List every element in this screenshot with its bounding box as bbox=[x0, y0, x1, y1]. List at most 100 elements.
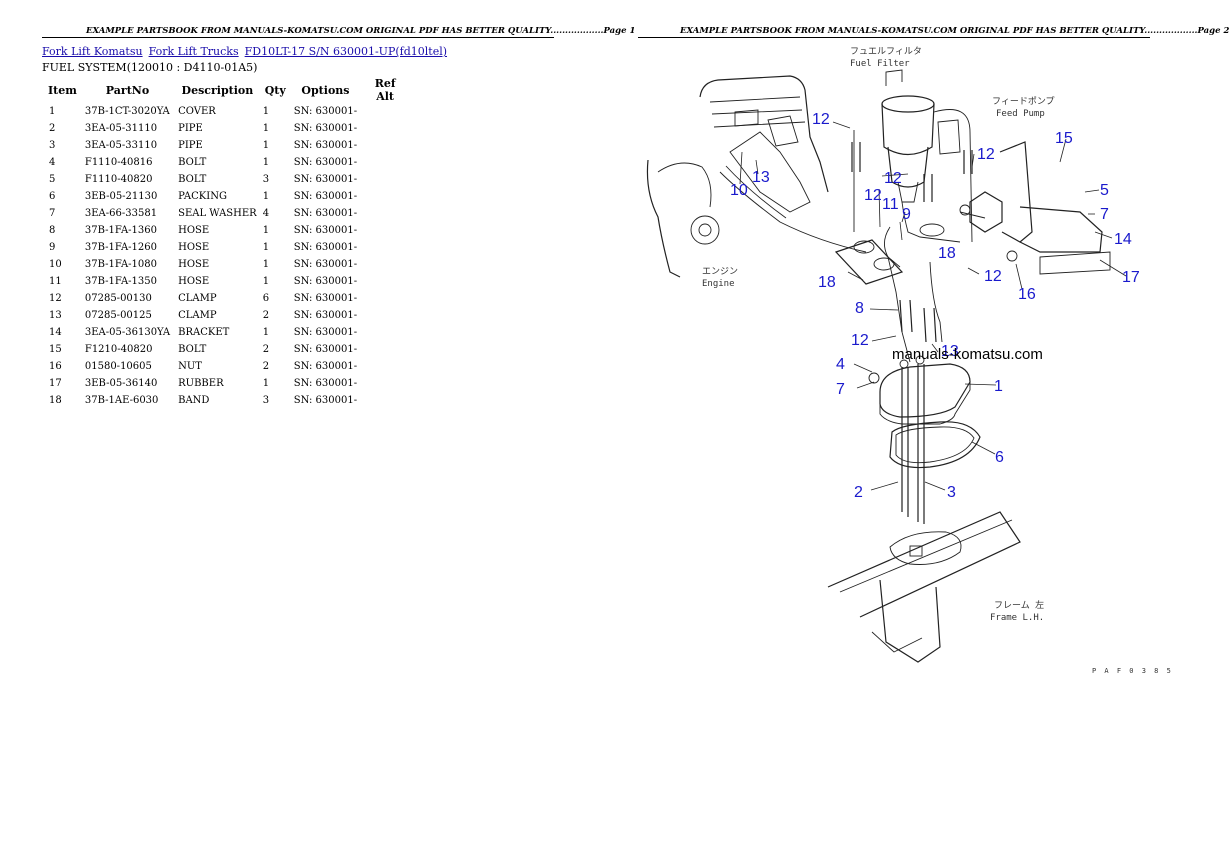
cell-qty: 3 bbox=[262, 395, 270, 406]
cell-options: SN: 630001- bbox=[293, 208, 358, 219]
callout-3: 3 bbox=[947, 484, 956, 501]
cell-item: 7 bbox=[49, 208, 56, 219]
label-frame-jp: フレーム 左 bbox=[994, 599, 1044, 611]
cell-qty: 2 bbox=[262, 310, 270, 321]
cell-qty: 1 bbox=[262, 157, 270, 168]
cell-options: SN: 630001- bbox=[293, 140, 358, 151]
label-feed-pump-en: Feed Pump bbox=[996, 109, 1045, 119]
callout-11: 11 bbox=[882, 196, 899, 213]
cell-description: RUBBER bbox=[178, 378, 224, 389]
cell-qty: 1 bbox=[262, 378, 270, 389]
cell-description: BOLT bbox=[178, 157, 207, 168]
cell-ref-alt bbox=[361, 120, 409, 137]
cell-qty: 4 bbox=[262, 208, 270, 219]
callout-10: 10 bbox=[730, 182, 748, 199]
callout-12: 12 bbox=[884, 170, 902, 187]
cell-item: 2 bbox=[49, 123, 56, 134]
cell-partno: 3EA-05-33110 bbox=[84, 140, 158, 151]
cell-item: 4 bbox=[49, 157, 56, 168]
cell-qty: 1 bbox=[262, 140, 270, 151]
cell-partno: 3EA-05-31110 bbox=[84, 123, 158, 134]
cell-description: BOLT bbox=[178, 174, 207, 185]
label-frame-en: Frame L.H. bbox=[990, 613, 1044, 623]
callout-5: 5 bbox=[1100, 182, 1109, 199]
callout-18: 18 bbox=[818, 274, 836, 291]
cell-item: 1 bbox=[49, 106, 56, 117]
header-rule-left bbox=[42, 37, 554, 38]
callout-8: 8 bbox=[855, 300, 864, 317]
cell-description: HOSE bbox=[178, 259, 210, 270]
cell-partno: 07285-00130 bbox=[84, 293, 152, 304]
header-rule-right bbox=[638, 37, 1150, 38]
cell-options: SN: 630001- bbox=[293, 106, 358, 117]
cell-qty: 1 bbox=[262, 225, 270, 236]
cell-partno: 37B-1FA-1350 bbox=[84, 276, 157, 287]
cell-qty: 1 bbox=[262, 259, 270, 270]
table-row: 17 3EB-05-36140 RUBBER 1 SN: 630001- bbox=[44, 375, 409, 392]
callout-12: 12 bbox=[984, 268, 1002, 285]
cell-item: 18 bbox=[49, 395, 62, 406]
callout-13: 13 bbox=[752, 169, 770, 186]
label-feed-pump-jp: フィードポンプ bbox=[992, 96, 1055, 107]
callout-12: 12 bbox=[977, 146, 995, 163]
cell-options: SN: 630001- bbox=[293, 242, 358, 253]
cell-item: 8 bbox=[49, 225, 56, 236]
cell-options: SN: 630001- bbox=[293, 378, 358, 389]
callout-2: 2 bbox=[854, 484, 863, 501]
section-title: FUEL SYSTEM(120010 : D4110-01A5) bbox=[42, 61, 258, 74]
cell-partno: 3EB-05-36140 bbox=[84, 378, 158, 389]
column-header-item: Item bbox=[48, 83, 77, 97]
cell-description: HOSE bbox=[178, 242, 210, 253]
cell-description: CLAMP bbox=[178, 293, 217, 304]
cell-description: HOSE bbox=[178, 276, 210, 287]
parts-diagram: 12 13 10 12 11 9 12 15 5 7 14 18 12 18 1… bbox=[640, 42, 1171, 682]
breadcrumb-link-model[interactable]: FD10LT-17 S/N 630001-UP(fd10ltel) bbox=[244, 45, 448, 58]
tank-cover-drawing bbox=[868, 355, 981, 524]
cell-options: SN: 630001- bbox=[293, 361, 358, 372]
cell-qty: 1 bbox=[262, 242, 270, 253]
cell-partno: F1210-40820 bbox=[84, 344, 153, 355]
callout-9: 9 bbox=[902, 206, 911, 223]
cell-ref-alt bbox=[361, 205, 409, 222]
engine-drawing bbox=[646, 75, 829, 278]
column-header-options: Options bbox=[301, 83, 350, 97]
cell-ref-alt bbox=[361, 154, 409, 171]
callout-14: 14 bbox=[1114, 231, 1132, 248]
callout-1: 1 bbox=[994, 378, 1003, 395]
callout-16: 16 bbox=[1018, 286, 1036, 303]
label-fuel-filter-en: Fuel Filter bbox=[850, 59, 910, 69]
leader-lines bbox=[739, 121, 1127, 491]
fuel-system-illustration: 12 13 10 12 11 9 12 15 5 7 14 18 12 18 1… bbox=[646, 46, 1171, 675]
cell-options: SN: 630001- bbox=[293, 395, 358, 406]
cell-description: SEAL WASHER bbox=[178, 208, 257, 219]
cell-ref-alt bbox=[361, 222, 409, 239]
column-header-qty: Qty bbox=[264, 83, 286, 97]
cell-item: 17 bbox=[49, 378, 62, 389]
cell-partno: 37B-1FA-1360 bbox=[84, 225, 157, 236]
callout-7: 7 bbox=[836, 381, 845, 398]
cell-description: PACKING bbox=[178, 191, 227, 202]
cell-options: SN: 630001- bbox=[293, 327, 358, 338]
cell-item: 11 bbox=[49, 276, 62, 287]
breadcrumb-link-fork-lift-komatsu[interactable]: Fork Lift Komatsu bbox=[42, 45, 143, 58]
cell-description: COVER bbox=[178, 106, 216, 117]
cell-ref-alt bbox=[361, 256, 409, 273]
cell-options: SN: 630001- bbox=[293, 123, 358, 134]
breadcrumb-link-fork-lift-trucks[interactable]: Fork Lift Trucks bbox=[148, 45, 239, 58]
cell-partno: F1110-40816 bbox=[84, 157, 153, 168]
cell-ref-alt bbox=[361, 290, 409, 307]
cell-item: 14 bbox=[49, 327, 62, 338]
cell-description: CLAMP bbox=[178, 310, 217, 321]
cell-item: 10 bbox=[49, 259, 62, 270]
cell-ref-alt bbox=[361, 375, 409, 392]
cell-ref-alt bbox=[361, 273, 409, 290]
cell-options: SN: 630001- bbox=[293, 344, 358, 355]
callout-12: 12 bbox=[812, 111, 830, 128]
